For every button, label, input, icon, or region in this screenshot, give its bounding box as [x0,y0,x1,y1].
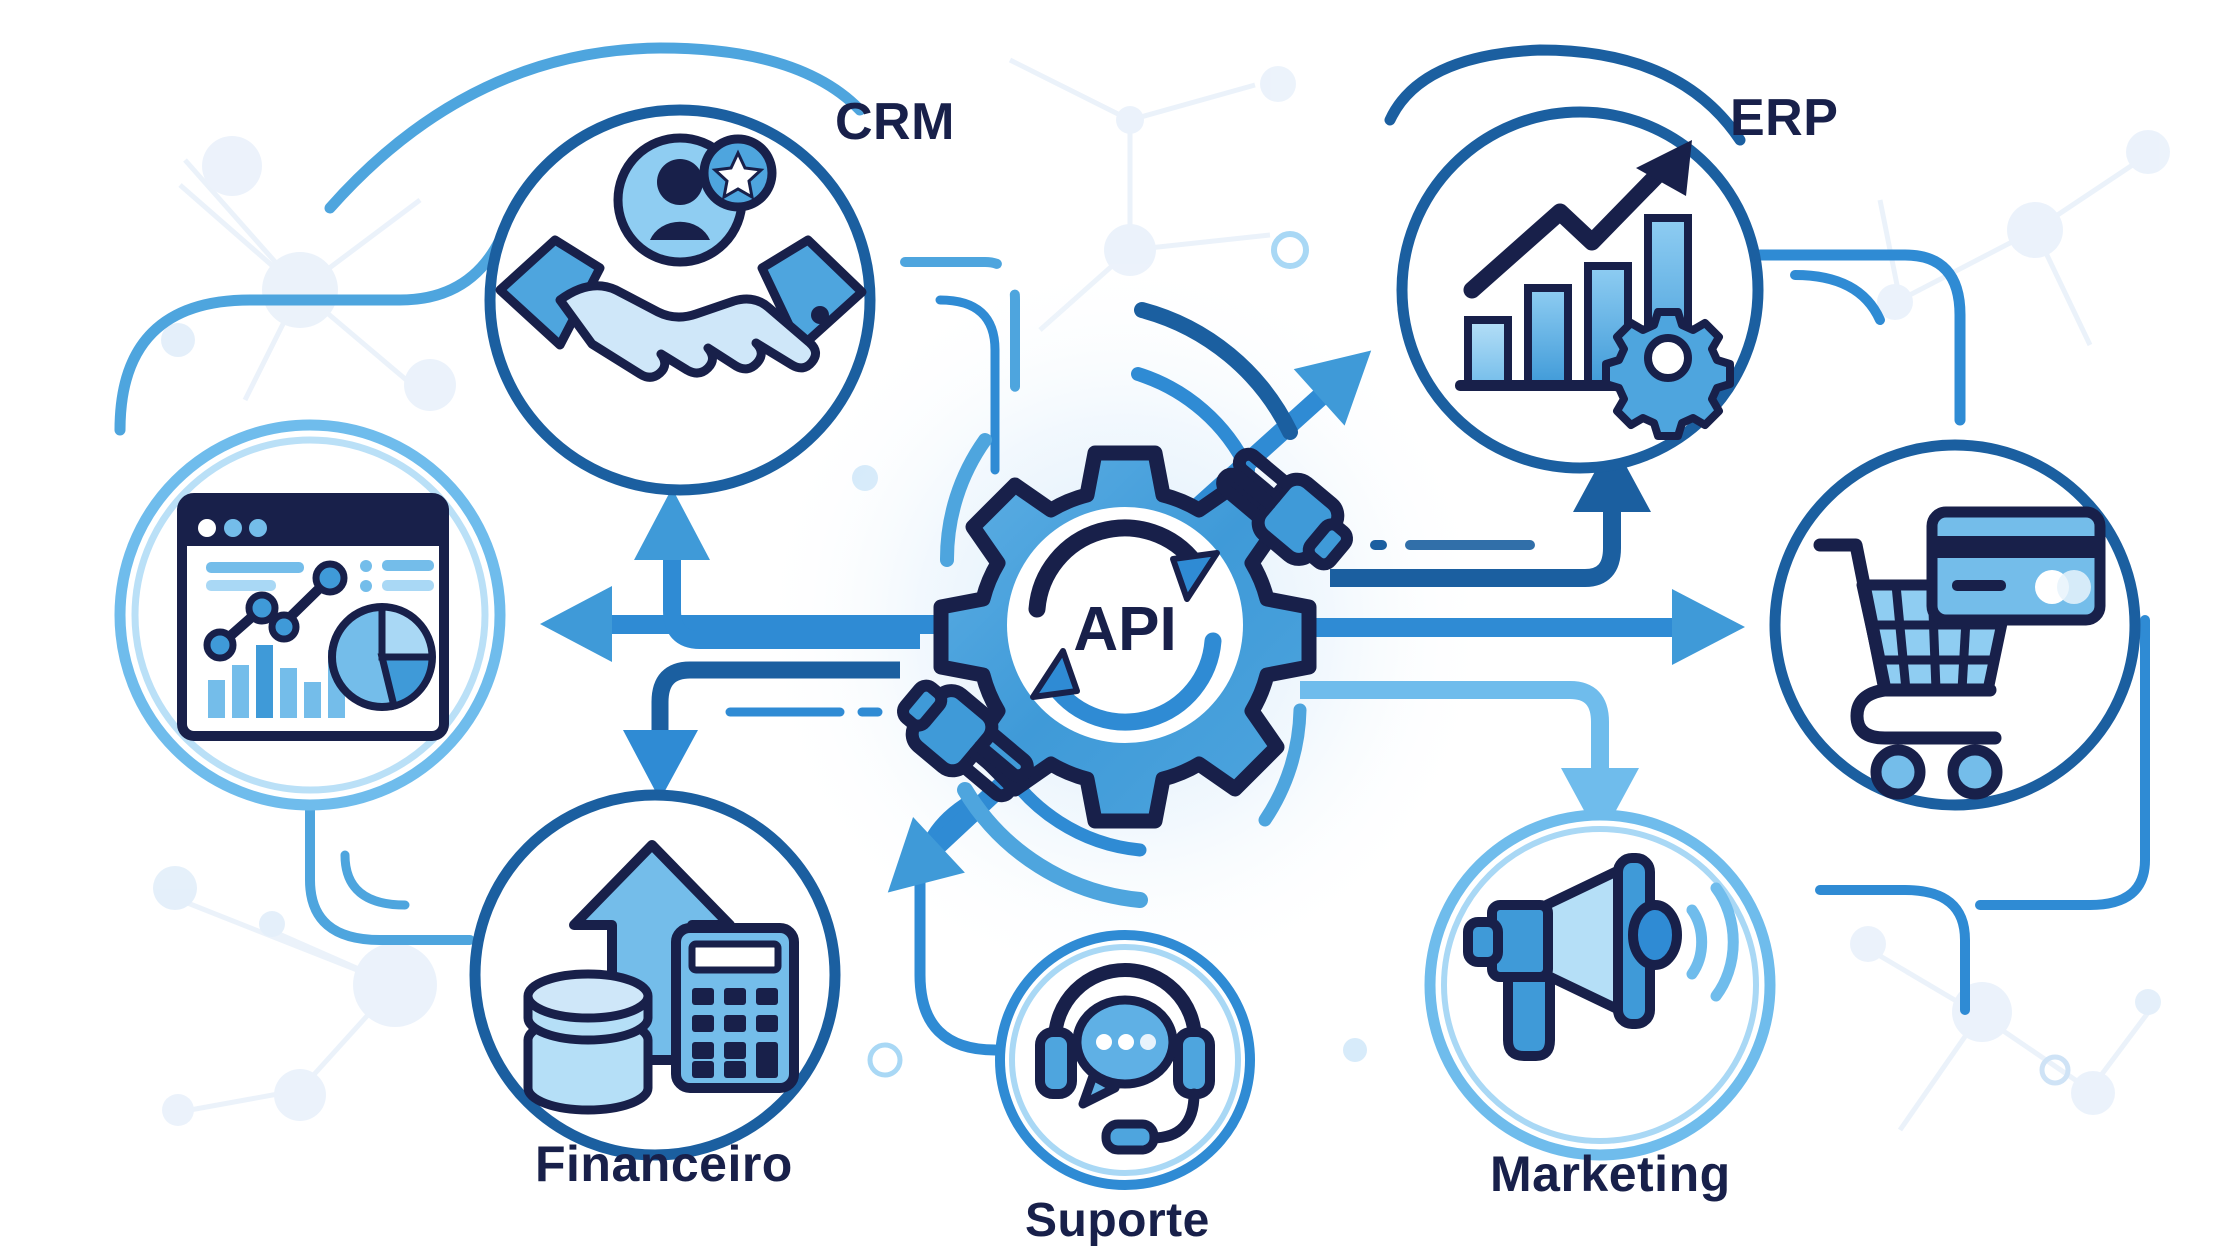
node-financeiro[interactable] [469,789,841,1161]
node-suporte[interactable] [995,930,1255,1190]
handshake-user-star-icon [495,133,867,382]
node-crm-ring [484,104,876,496]
node-api-center[interactable]: API [890,302,1359,908]
network-node [1850,926,1886,962]
node-suporte-inner-ring [1009,944,1241,1176]
headset-chat-icon [1035,963,1215,1155]
background-network-decorations [153,57,2170,1132]
label-crm: CRM [835,93,955,151]
network-node [202,136,262,196]
dot-bottom-far-right [2039,1054,2071,1086]
network-node [262,252,338,328]
dashboard-analytics-window-icon [177,493,449,741]
dot-bottom-right [1343,1038,1367,1062]
arrow-api-to-crm [634,488,920,649]
network-node [1877,284,1913,320]
label-marketing: Marketing [1490,1146,1731,1202]
dot-top-right [1271,231,1309,269]
api-label: API [1073,595,1176,664]
network-node [162,1094,194,1126]
network-node [2071,1071,2115,1115]
megaphone-icon [1463,853,1739,1061]
label-suporte: Suporte [1025,1194,1210,1247]
node-crm[interactable] [484,104,876,496]
node-bi[interactable] [114,419,506,811]
arrow-api-to-marketing [1300,681,1639,840]
arrow-api-down-left [623,661,900,800]
label-erp: ERP [1730,89,1839,147]
network-node [1260,66,1296,102]
node-ecommerce[interactable] [1769,439,2141,811]
network-node [274,1069,326,1121]
network-node [153,866,197,910]
arrow-api-to-erp-elbow [1330,440,1651,587]
network-node [2135,989,2161,1015]
label-financeiro: Financeiro [535,1136,793,1192]
shopping-cart-credit-card-icon [1813,506,2106,800]
node-bi-inner-ring [131,436,489,794]
node-erp[interactable] [1396,106,1764,474]
node-marketing-inner-ring [1441,826,1759,1144]
network-node [404,359,456,411]
plug-connector-icon-left [897,679,1034,803]
network-node [353,943,437,1027]
bar-chart-growth-gear-icon [1455,140,1734,440]
coins-arrow-calculator-icon [523,840,799,1115]
network-node [1116,106,1144,134]
node-marketing[interactable] [1424,809,1776,1161]
connector-pipes [114,42,2150,1056]
network-node [2007,202,2063,258]
gear-with-plugs-icon [933,445,1317,829]
arrow-api-to-ecommerce [1290,589,1745,665]
network-node [161,323,195,357]
network-node [259,911,285,937]
network-node [2126,130,2170,174]
dot-bottom-left [867,1042,903,1078]
plug-connector-icon-right [1216,447,1353,571]
